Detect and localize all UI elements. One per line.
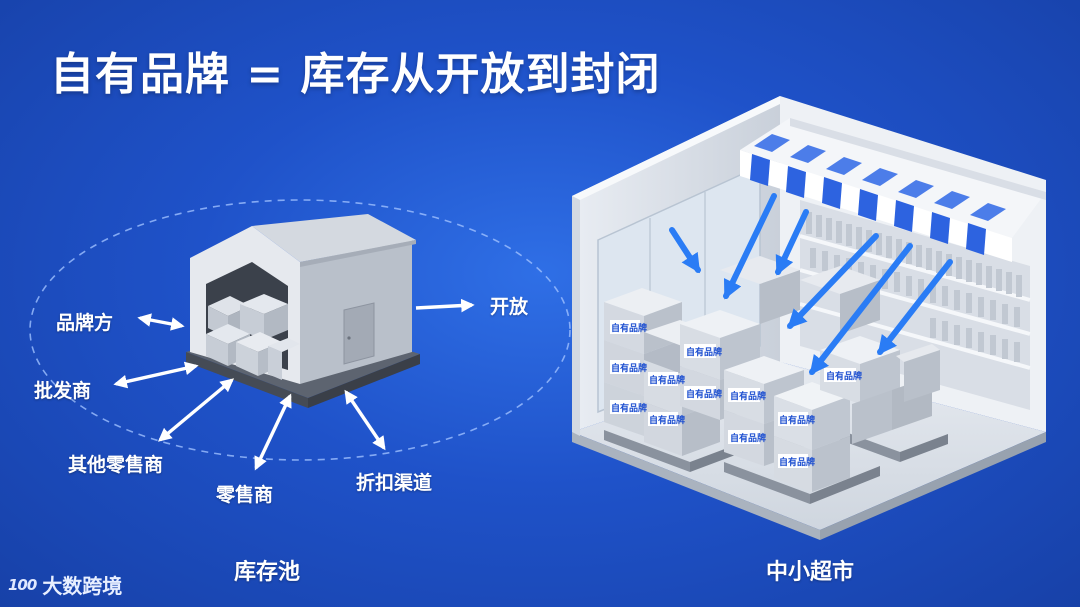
arrow-discount <box>344 389 386 451</box>
arrow-wholesaler <box>113 361 199 389</box>
box-label: 自有品牌 <box>686 346 722 358</box>
label-wholesaler: 批发商 <box>34 380 92 402</box>
caption-small-supermarket: 中小超市 <box>766 560 855 585</box>
box-label: 自有品牌 <box>779 414 815 426</box>
box-label: 自有品牌 <box>730 432 766 444</box>
box-label: 自有品牌 <box>611 322 647 334</box>
supermarket-illustration: 自有品牌 自有品牌 自有品牌 自有品牌 自有品牌 自有品牌 自有品牌 自有品牌 … <box>572 96 1046 540</box>
arrow-brand <box>137 313 185 331</box>
pool-dashed-ellipse <box>29 199 571 461</box>
arrow-other-retailer <box>157 378 235 442</box>
private-label-boxes: 自有品牌 自有品牌 自有品牌 自有品牌 自有品牌 自有品牌 自有品牌 自有品牌 … <box>604 256 948 504</box>
label-discount-channel: 折扣渠道 <box>356 472 433 494</box>
box-label: 自有品牌 <box>611 402 647 414</box>
warehouse-illustration <box>186 214 420 408</box>
label-other-retailer: 其他零售商 <box>68 454 164 476</box>
box-label: 自有品牌 <box>779 456 815 468</box>
label-open: 开放 <box>490 296 529 318</box>
box-label: 自有品牌 <box>686 388 722 400</box>
box-label: 自有品牌 <box>649 374 685 386</box>
label-brand-owner: 品牌方 <box>56 312 114 334</box>
striped-awning <box>740 118 1046 262</box>
arrow-retailer <box>254 393 292 471</box>
arrow-open <box>415 298 475 313</box>
box-label: 自有品牌 <box>611 362 647 374</box>
channel-arrows <box>113 298 475 471</box>
inbound-arrows <box>669 193 953 376</box>
box-label: 自有品牌 <box>730 390 766 402</box>
page-title: 自有品牌 = 库存从开放到封闭 <box>50 49 661 100</box>
box-label: 自有品牌 <box>826 370 862 382</box>
logo-text: 大数跨境 <box>42 574 123 598</box>
box-label: 自有品牌 <box>649 414 685 426</box>
label-retailer: 零售商 <box>216 484 274 506</box>
caption-inventory-pool: 库存池 <box>234 560 301 585</box>
logo-mark-icon: 100 <box>8 575 37 594</box>
brand-logo: 100 大数跨境 <box>8 570 122 599</box>
